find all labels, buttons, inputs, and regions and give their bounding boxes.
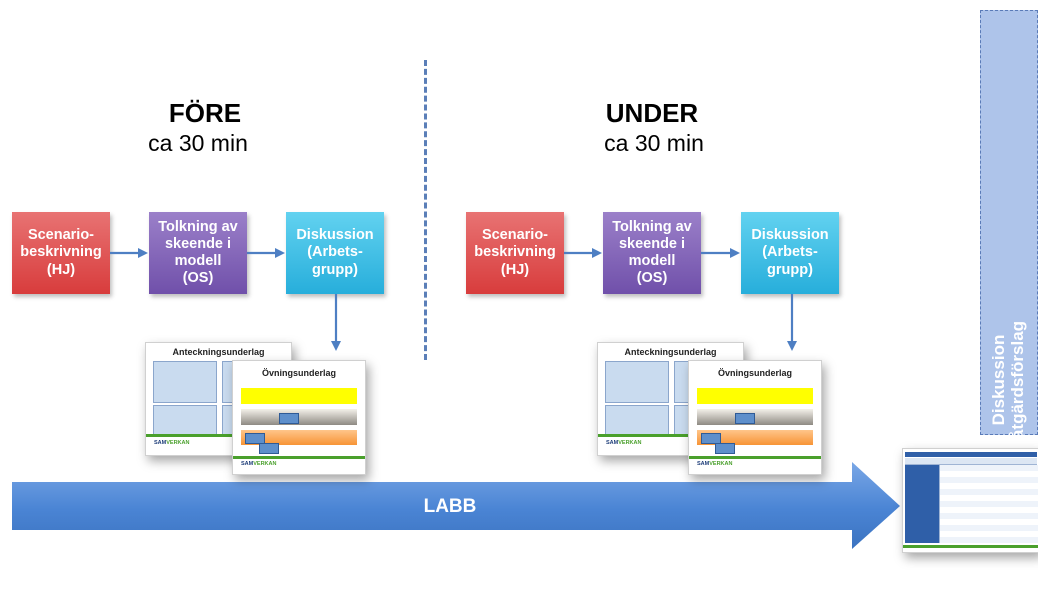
samverkan-logo: SAMVERKAN [154,440,190,446]
phase-title-fore: FÖRE [168,98,242,128]
table-column-header [905,458,1037,465]
step-diskussion-fore: Diskussion (Arbets- grupp) [286,212,384,294]
phase-title-under: UNDER [605,98,699,128]
model-node [279,413,299,424]
doc-footer-bar [689,456,821,459]
model-node [701,433,721,444]
labb-arrow [12,462,900,549]
note-pane [153,405,217,435]
model-band-orange [697,430,813,445]
doc-footer-bar [598,434,743,437]
model-node [245,433,265,444]
arrowhead-6 [787,341,797,351]
doc-title: Anteckningsunderlag [172,347,265,357]
note-pane [153,361,217,403]
step-tolkning-under: Tolkning av skeende i modell (OS) [603,212,701,294]
step-diskussion-under: Diskussion (Arbets- grupp) [741,212,839,294]
step-tolkning-fore: Tolkning av skeende i modell (OS) [149,212,247,294]
arrowhead-3 [331,341,341,351]
model-node [735,413,755,424]
doc-title: Övningsunderlag [261,368,336,378]
model-node [259,443,279,454]
doc-ovningsunderlag-under: Övningsunderlag SAMVERKAN [688,360,822,475]
phase-divider [424,60,427,360]
phase-duration-under: ca 30 min [604,130,704,156]
table-body [939,465,1038,543]
arrowhead-5 [730,248,740,258]
doc-footer-bar [233,456,365,459]
model-band-yellow [697,388,813,404]
samverkan-logo: SAMVERKAN [241,461,277,467]
model-band-orange [241,430,357,445]
doc-ovningsunderlag-fore: Övningsunderlag SAMVERKAN [232,360,366,475]
doc-footer-bar [146,434,291,437]
phase-duration-fore: ca 30 min [148,130,248,156]
doc-title: Övningsunderlag [717,368,792,378]
step-scenario-under: Scenario- beskrivning (HJ) [466,212,564,294]
arrowhead-2 [275,248,285,258]
samverkan-logo: SAMVERKAN [606,440,642,446]
model-node [715,443,735,454]
labb-label: LABB [423,496,477,517]
table-first-column [905,465,939,543]
note-pane [605,361,669,403]
doc-footer-bar [903,545,1038,548]
arrowhead-1 [138,248,148,258]
samverkan-logo: SAMVERKAN [697,461,733,467]
step-scenario-fore: Scenario- beskrivning (HJ) [12,212,110,294]
connector-arrows [12,248,900,549]
table-header-bar [905,452,1037,457]
doc-title: Anteckningsunderlag [624,347,717,357]
model-band-yellow [241,388,357,404]
model-band-grey [697,409,813,425]
note-pane [605,405,669,435]
arrowhead-4 [592,248,602,258]
doc-table-thumbnail [902,448,1038,553]
model-band-grey [241,409,357,425]
